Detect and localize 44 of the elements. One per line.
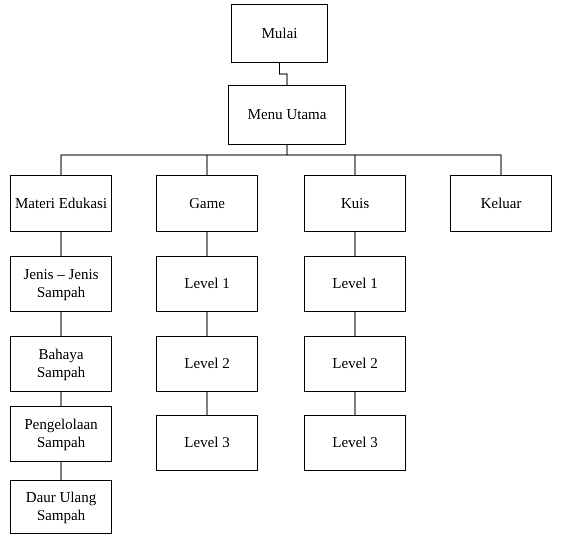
process-box — [10, 336, 112, 392]
connector-line — [354, 312, 356, 336]
box-label: Level 1 — [184, 275, 230, 293]
process-box — [10, 480, 112, 534]
connector-line — [286, 144, 502, 176]
box-label: Keluar — [480, 194, 522, 212]
process-box — [304, 256, 406, 312]
process-box — [156, 336, 258, 392]
box-label: Mulai — [262, 24, 298, 42]
box-label: Daur Ulang Sampah — [24, 489, 98, 525]
process-box — [156, 175, 258, 232]
process-box — [10, 256, 112, 312]
connector-line — [60, 232, 62, 256]
box-label: Level 2 — [184, 355, 230, 373]
process-box — [231, 4, 328, 63]
box-label: Level 2 — [332, 355, 378, 373]
connector-line — [206, 232, 208, 256]
connector-line — [60, 392, 62, 406]
box-label: Level 1 — [332, 275, 378, 293]
connector-line — [354, 232, 356, 256]
connector-line — [60, 312, 62, 336]
box-label: Materi Edukasi — [14, 194, 108, 212]
box-label: Bahaya Sampah — [36, 346, 86, 382]
box-label: Level 3 — [332, 434, 378, 452]
box-label: Kuis — [340, 194, 370, 212]
process-box — [304, 175, 406, 232]
box-label: Jenis – Jenis Sampah — [22, 266, 100, 302]
process-box — [156, 415, 258, 471]
box-label: Level 3 — [184, 434, 230, 452]
box-label: Menu Utama — [248, 106, 326, 124]
process-box — [304, 415, 406, 471]
connector-line — [279, 62, 288, 86]
process-box — [228, 85, 346, 145]
process-box — [450, 175, 552, 232]
connector-line — [354, 392, 356, 416]
connector-line — [60, 462, 62, 480]
box-label: Pengelolaan Sampah — [23, 416, 99, 452]
process-box — [304, 336, 406, 392]
box-label: Game — [189, 194, 225, 212]
process-box — [10, 175, 112, 232]
process-box — [10, 406, 112, 462]
connector-line — [206, 312, 208, 336]
process-box — [156, 256, 258, 312]
connector-line — [206, 392, 208, 416]
